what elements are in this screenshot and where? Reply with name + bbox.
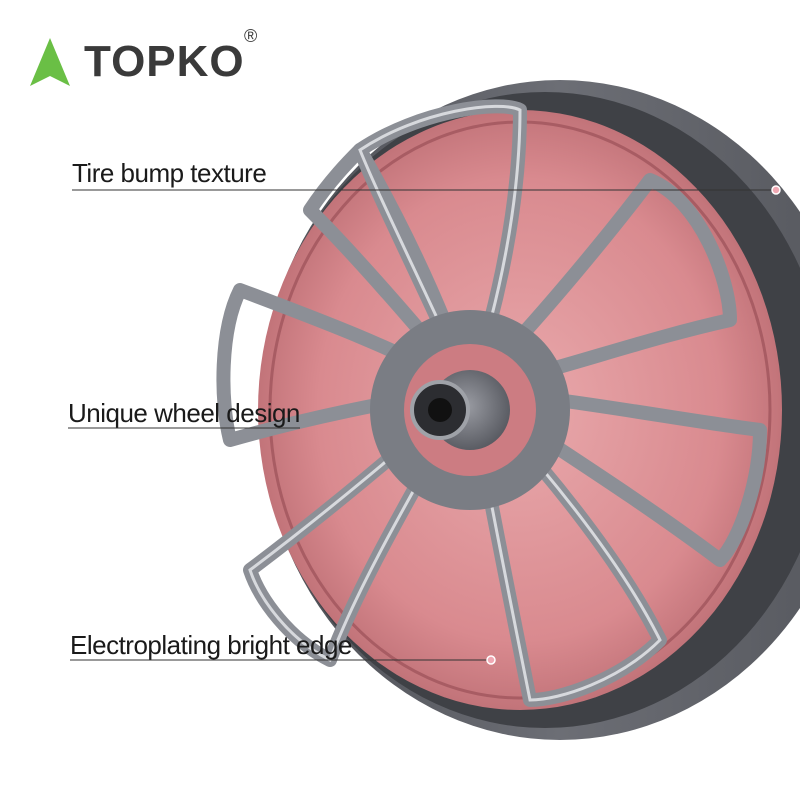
steel-spoke-highlights <box>248 104 662 702</box>
brand-name: TOPKO <box>84 37 245 86</box>
hub <box>370 310 570 510</box>
callout-tire-bump-texture: Tire bump texture <box>72 158 267 188</box>
callout-lines <box>68 189 772 661</box>
green-triangle-icon <box>30 38 70 86</box>
callout-dots <box>486 185 781 665</box>
brand-logo: TOPKO <box>28 32 245 92</box>
callout-unique-wheel-design: Unique wheel design <box>68 398 300 428</box>
callout-electroplating-bright-edge: Electroplating bright edge <box>70 630 352 660</box>
registered-mark: ® <box>244 26 258 46</box>
